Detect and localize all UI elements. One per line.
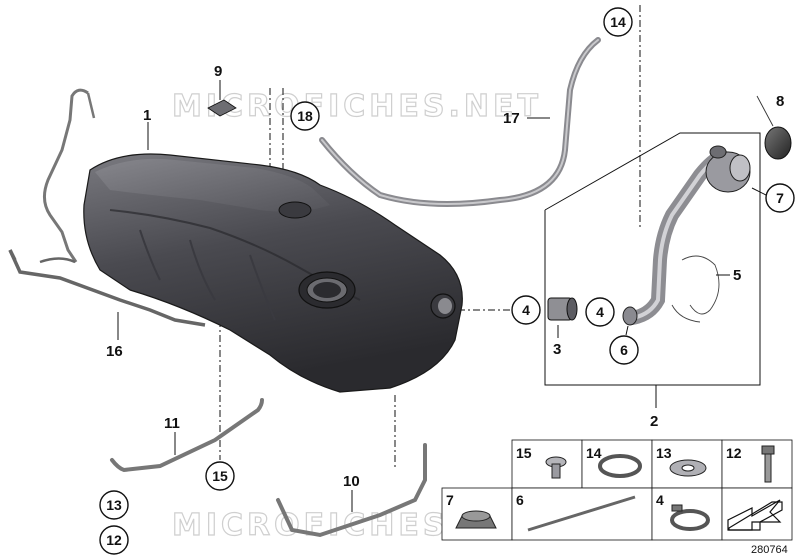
callout-6-circle: 6 (609, 335, 639, 365)
legend-label-6: 6 (516, 492, 524, 508)
legend-label-13: 13 (656, 445, 672, 461)
callout-9: 9 (214, 63, 222, 80)
nut-7-icon (455, 510, 497, 529)
group-2-bracket (544, 132, 761, 386)
callout-7-circle: 7 (765, 183, 795, 213)
callout-10: 10 (343, 473, 360, 490)
callout-1: 1 (143, 107, 151, 124)
wire-6-icon (527, 495, 636, 532)
part-11-strap (110, 398, 264, 473)
callout-18: 18 (297, 108, 313, 124)
callout-4a-circle: 4 (511, 295, 541, 325)
callout-17: 17 (503, 110, 520, 127)
filler-pipe (622, 145, 751, 326)
legend-label-15: 15 (516, 445, 532, 461)
callout-4a: 4 (522, 302, 530, 318)
leader-6 (625, 325, 629, 336)
callout-13-circle: 13 (99, 490, 129, 520)
part-10-strap (276, 443, 427, 538)
legend-label-7: 7 (446, 492, 454, 508)
bolt-12-icon (761, 445, 775, 483)
callout-2: 2 (650, 413, 658, 430)
callout-14: 14 (610, 14, 626, 30)
clamp-4-icon (670, 504, 710, 531)
legend-grid: 15 14 13 12 7 6 4 (441, 439, 793, 541)
callout-8: 8 (776, 93, 784, 110)
callout-14-circle: 14 (603, 7, 633, 37)
callout-4b-circle: 4 (585, 297, 615, 327)
callout-7: 7 (776, 190, 784, 206)
fuel-tank (83, 153, 463, 393)
callout-12: 12 (106, 532, 122, 548)
part-8-cap (756, 95, 792, 160)
callout-11: 11 (164, 415, 180, 432)
legend-label-14: 14 (586, 445, 602, 461)
reference-number: 280764 (751, 544, 788, 556)
callout-18-circle: 18 (290, 101, 320, 131)
callout-16: 16 (106, 343, 123, 360)
clip-15-icon (545, 456, 567, 479)
callout-13: 13 (106, 497, 122, 513)
part-9-pad (207, 99, 237, 117)
callout-12-circle: 12 (99, 525, 129, 555)
callout-5: 5 (733, 267, 741, 284)
legend-label-12: 12 (726, 445, 742, 461)
callout-15-circle: 15 (205, 461, 235, 491)
part-3-sleeve (547, 297, 578, 321)
part-16-line (8, 88, 206, 327)
legend-label-4: 4 (656, 492, 664, 508)
leader-7 (751, 187, 769, 197)
arrow-icon (727, 499, 782, 531)
callout-15: 15 (212, 468, 228, 484)
part-5-wire (671, 255, 720, 323)
clamp-14-icon (598, 454, 642, 478)
callout-4b: 4 (596, 304, 604, 320)
callout-3: 3 (553, 341, 561, 358)
washer-13-icon (669, 459, 707, 477)
callout-6: 6 (620, 342, 628, 358)
